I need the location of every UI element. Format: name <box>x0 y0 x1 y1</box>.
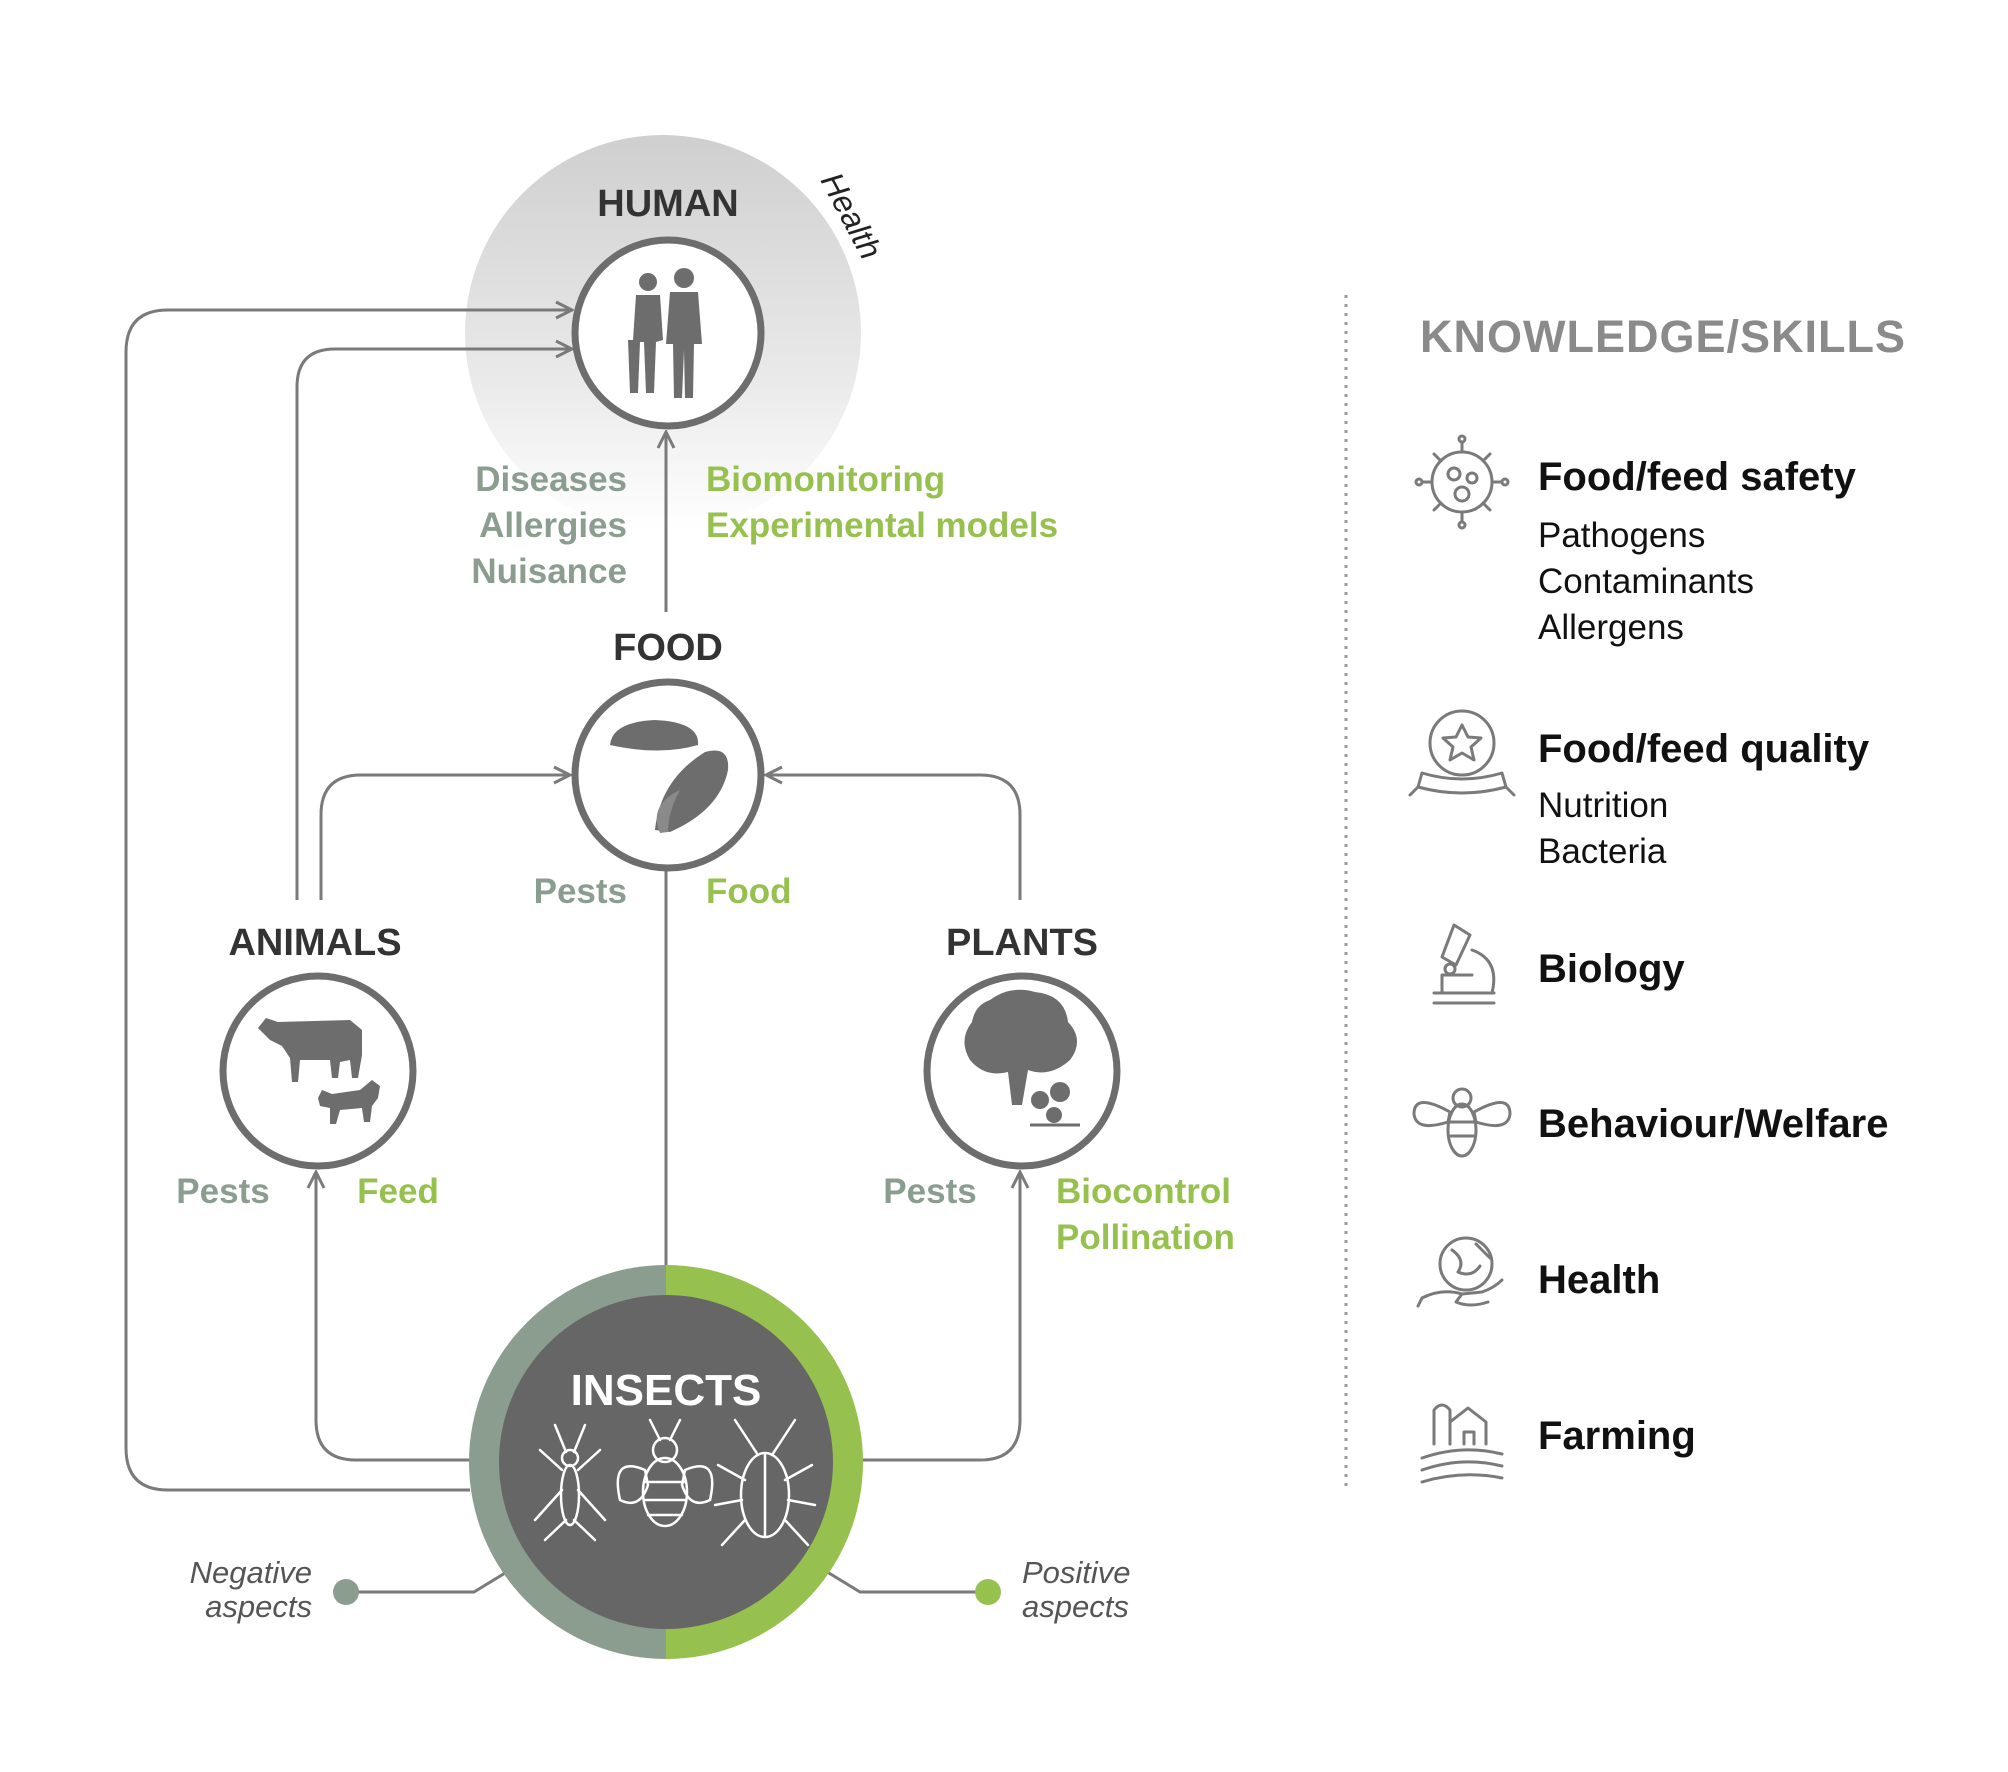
ks-item-5-heading: Health <box>1538 1258 1660 1302</box>
insects-icon <box>533 1418 817 1547</box>
food-human-negative-3: Nuisance <box>471 552 627 591</box>
ks-item-1-detail-3: Allergens <box>1538 608 1684 647</box>
plants-title: PLANTS <box>946 922 1098 964</box>
insects-to-animals-arrow <box>316 1172 470 1462</box>
human-title: HUMAN <box>597 183 738 225</box>
plants-to-food-arrow <box>766 775 1022 900</box>
bee-icon <box>1412 1087 1512 1158</box>
insects-plants-negative: Pests <box>883 1172 976 1211</box>
food-human-negative-2: Allergies <box>479 506 627 545</box>
negative-legend-line <box>346 1568 511 1594</box>
food-human-negative-1: Diseases <box>475 460 627 499</box>
ks-item-3-heading: Biology <box>1538 947 1685 991</box>
insects-plants-positive-2: Pollination <box>1056 1218 1235 1257</box>
microscope-icon <box>1432 923 1496 1005</box>
ks-item-4-heading: Behaviour/Welfare <box>1538 1102 1889 1146</box>
insects-food-negative: Pests <box>534 872 627 911</box>
animals-title: ANIMALS <box>228 922 401 964</box>
ks-item-2-heading: Food/feed quality <box>1538 727 1870 771</box>
positive-legend-line <box>823 1568 986 1594</box>
award-ribbon-icon <box>1408 709 1516 797</box>
animals-to-human-arrow <box>295 349 572 900</box>
virus-icon <box>1414 434 1510 530</box>
insects-food-positive: Food <box>706 872 792 911</box>
knowledge-title: KNOWLEDGE/SKILLS <box>1420 311 1906 362</box>
bread-corn-icon <box>610 720 729 833</box>
insects-animals-negative: Pests <box>176 1172 269 1211</box>
globe-hand-icon <box>1416 1236 1504 1308</box>
insects-animals-positive: Feed <box>357 1172 439 1211</box>
negative-legend-line2: aspects <box>205 1589 312 1624</box>
insects-to-plants-arrow <box>862 1172 1020 1462</box>
positive-legend-line1: Positive <box>1022 1555 1131 1590</box>
insects-to-human-arrow <box>124 310 572 1492</box>
animals-circle <box>219 972 417 1170</box>
cow-dog-icon <box>258 1018 380 1124</box>
insects-plants-positive-1: Biocontrol <box>1056 1172 1231 1211</box>
food-circle <box>571 678 765 872</box>
people-icon <box>628 268 702 398</box>
tree-flowers-icon <box>964 989 1080 1127</box>
ks-item-2-detail-1: Nutrition <box>1538 786 1668 825</box>
ks-item-2-detail-2: Bacteria <box>1538 832 1667 871</box>
ks-item-1-detail-2: Contaminants <box>1538 562 1754 601</box>
ks-item-1-detail-1: Pathogens <box>1538 516 1705 555</box>
insects-title: INSECTS <box>571 1366 762 1415</box>
ks-item-1-heading: Food/feed safety <box>1538 455 1857 499</box>
food-title: FOOD <box>613 627 723 669</box>
farm-icon <box>1420 1403 1504 1484</box>
ks-item-6-heading: Farming <box>1538 1414 1696 1458</box>
food-human-positive-1: Biomonitoring <box>706 460 945 499</box>
negative-legend-line1: Negative <box>190 1555 312 1590</box>
animals-to-food-arrow <box>319 775 570 900</box>
negative-legend-dot <box>333 1579 359 1605</box>
food-human-positive-2: Experimental models <box>706 506 1058 545</box>
positive-legend-dot <box>975 1579 1001 1605</box>
positive-legend-line2: aspects <box>1022 1589 1129 1624</box>
